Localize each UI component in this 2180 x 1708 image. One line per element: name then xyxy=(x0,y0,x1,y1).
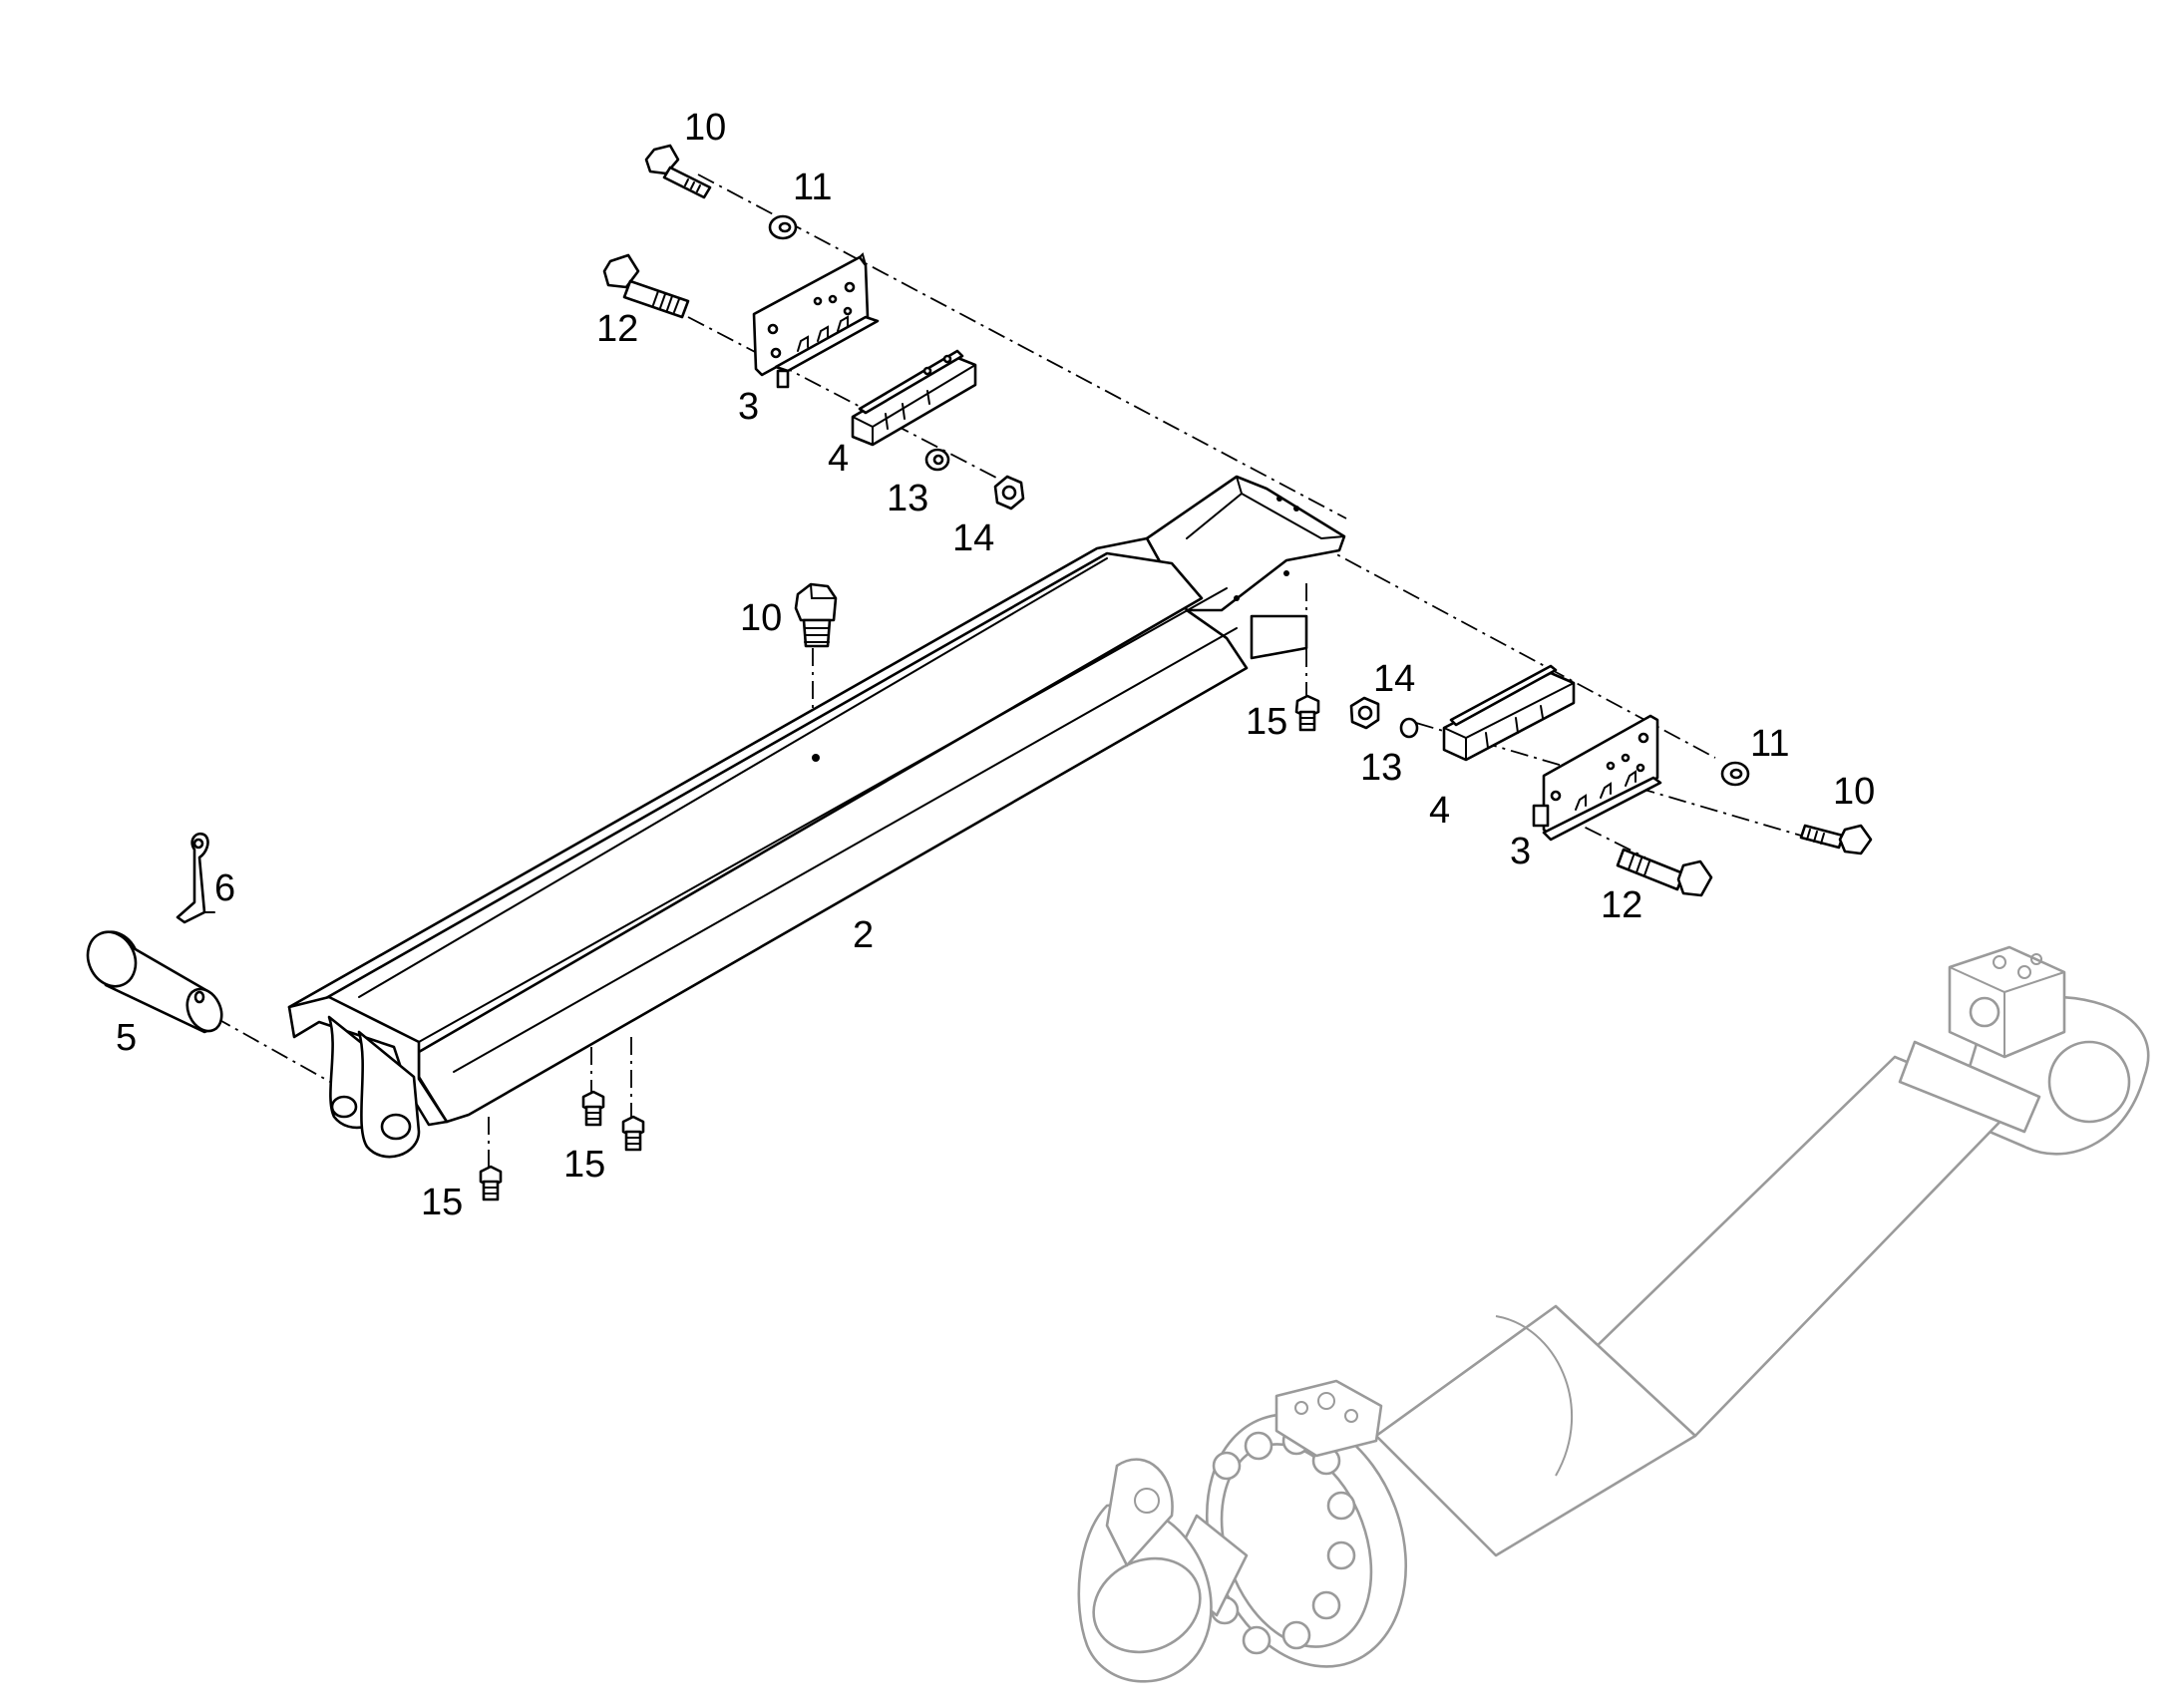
callout-14-top-nut: 14 xyxy=(952,517,994,559)
callout-10-right-bolt: 10 xyxy=(1833,771,1875,813)
callout-2-arm: 2 xyxy=(853,914,874,956)
arm-part-2 xyxy=(287,475,1346,1159)
callout-13-right-washer: 13 xyxy=(1360,747,1402,789)
callout-4-top-block: 4 xyxy=(828,438,849,480)
callout-5-pin: 5 xyxy=(116,1017,137,1059)
callout-11-top-washer: 11 xyxy=(793,167,832,208)
callout-11-right-washer: 11 xyxy=(1750,723,1789,765)
callout-3-right-plate: 3 xyxy=(1510,831,1531,872)
callout-10-center-bolt: 10 xyxy=(740,597,782,639)
callout-14-right-nut: 14 xyxy=(1373,658,1415,700)
callout-12-top-bolt: 12 xyxy=(596,308,638,350)
pin-and-clip xyxy=(86,832,223,1034)
callout-4-right-block: 4 xyxy=(1429,790,1450,832)
callout-10-top-bolt: 10 xyxy=(684,107,726,149)
right-hardware xyxy=(1294,664,1873,897)
center-bolt xyxy=(794,582,838,648)
callout-3-top-plate: 3 xyxy=(738,386,759,428)
callout-15-right-screw: 15 xyxy=(1246,701,1287,743)
callout-13-top-washer: 13 xyxy=(887,478,928,519)
callout-15-bottom-screws: 15 xyxy=(563,1144,605,1186)
bottom-screws xyxy=(479,1090,645,1201)
top-hardware xyxy=(602,144,1025,511)
callout-labels: 10 11 12 3 4 13 14 10 15 14 13 4 3 11 10… xyxy=(116,107,1875,1223)
callout-12-right-bolt: 12 xyxy=(1601,884,1642,926)
callout-15-bottom-left-screw: 15 xyxy=(421,1182,463,1223)
hydraulic-cylinder xyxy=(1077,945,2150,1683)
callout-6-clip: 6 xyxy=(214,867,235,909)
